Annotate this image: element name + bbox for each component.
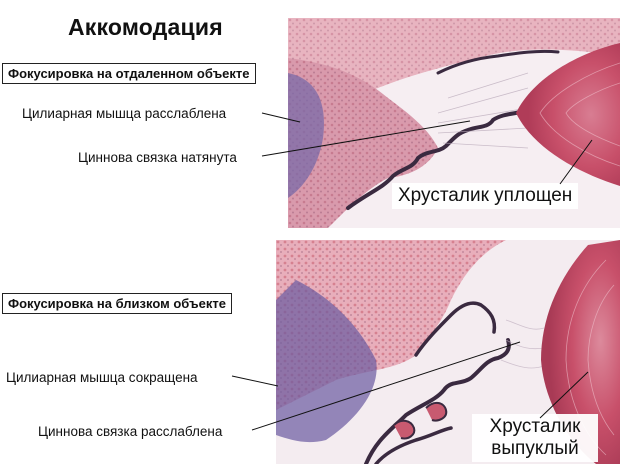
near-lens-label: Хрусталик выпуклый: [472, 414, 598, 462]
near-lens-label-line1: Хрусталик: [489, 416, 581, 437]
near-zonule-label: Циннова связка расслаблена: [38, 424, 223, 439]
near-lens-label-line2: выпуклый: [491, 438, 579, 459]
far-zonule-label: Циннова связка натянута: [78, 150, 237, 165]
near-muscle-label: Цилиарная мышца сокращена: [6, 370, 198, 385]
far-muscle-label: Цилиарная мышца расслаблена: [22, 106, 227, 121]
near-muscle-pointer: [231, 375, 279, 387]
near-focus-heading: Фокусировка на близком объекте: [2, 293, 232, 314]
far-lens-label: Хрусталик уплощен: [392, 183, 579, 209]
far-focus-heading: Фокусировка на отдаленном объекте: [2, 63, 256, 84]
page-title: Аккомодация: [68, 14, 223, 40]
